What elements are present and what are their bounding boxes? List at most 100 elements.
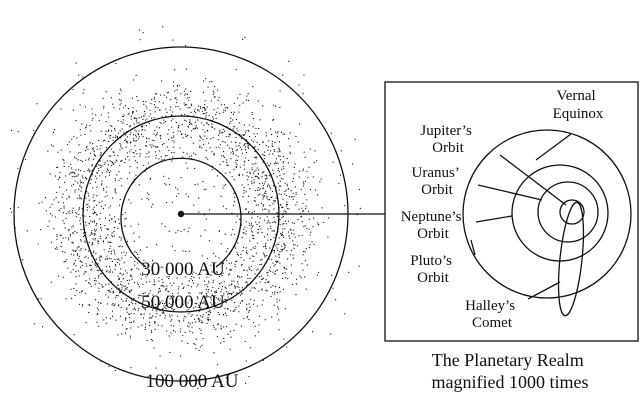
speckle-dot	[281, 216, 283, 218]
speckle-dot	[253, 299, 255, 301]
speckle-dot	[255, 221, 257, 223]
speckle-dot	[150, 177, 152, 179]
speckle-dot	[128, 279, 130, 281]
speckle-dot	[201, 147, 203, 149]
speckle-dot	[248, 211, 250, 213]
speckle-dot	[246, 175, 248, 177]
speckle-dot	[254, 273, 256, 275]
speckle-dot	[66, 259, 68, 261]
speckle-dot	[69, 235, 71, 237]
speckle-dot	[266, 272, 268, 274]
speckle-dot	[94, 155, 96, 157]
speckle-dot	[187, 196, 189, 198]
speckle-dot	[287, 188, 289, 190]
speckle-dot	[185, 316, 187, 318]
speckle-dot	[206, 318, 208, 320]
speckle-dot	[330, 132, 332, 134]
speckle-dot	[90, 265, 92, 267]
speckle-dot	[181, 297, 183, 299]
speckle-dot	[146, 197, 148, 199]
speckle-dot	[233, 310, 235, 312]
speckle-dot	[101, 200, 103, 202]
speckle-dot	[134, 309, 136, 311]
speckle-dot	[224, 141, 226, 143]
speckle-dot	[257, 148, 259, 150]
speckle-dot	[276, 176, 278, 178]
speckle-dot	[264, 192, 266, 194]
speckle-dot	[184, 331, 186, 333]
speckle-dot	[254, 157, 256, 159]
speckle-dot	[274, 200, 276, 202]
speckle-dot	[68, 229, 70, 231]
speckle-dot	[161, 312, 163, 314]
speckle-dot	[323, 221, 325, 223]
speckle-dot	[120, 144, 122, 146]
speckle-dot	[202, 129, 204, 131]
speckle-dot	[234, 286, 236, 288]
speckle-dot	[193, 115, 195, 117]
speckle-dot	[150, 103, 152, 105]
speckle-dot	[218, 314, 220, 316]
speckle-dot	[208, 282, 210, 284]
speckle-dot	[281, 250, 283, 252]
speckle-dot	[109, 318, 111, 320]
speckle-dot	[248, 159, 250, 161]
speckle-dot	[90, 231, 92, 233]
speckle-dot	[302, 181, 304, 183]
speckle-dot	[159, 310, 161, 312]
speckle-dot	[146, 274, 148, 276]
speckle-dot	[240, 257, 242, 259]
speckle-dot	[171, 292, 173, 294]
speckle-dot	[286, 250, 288, 252]
speckle-dot	[100, 229, 102, 231]
speckle-dot	[151, 300, 153, 302]
speckle-dot	[56, 166, 58, 168]
speckle-dot	[95, 229, 97, 231]
speckle-dot	[114, 370, 116, 372]
speckle-dot	[279, 148, 281, 150]
speckle-dot	[69, 213, 71, 215]
speckle-dot	[173, 296, 175, 298]
speckle-dot	[207, 319, 209, 321]
speckle-dot	[103, 105, 105, 107]
speckle-dot	[299, 123, 301, 125]
speckle-dot	[212, 90, 214, 92]
speckle-dot	[112, 162, 114, 164]
speckle-dot	[91, 165, 93, 167]
speckle-dot	[115, 192, 117, 194]
speckle-dot	[204, 229, 206, 231]
speckle-dot	[203, 124, 205, 126]
speckle-dot	[82, 76, 84, 78]
speckle-dot	[265, 242, 267, 244]
speckle-dot	[274, 270, 276, 272]
speckle-dot	[92, 233, 94, 235]
speckle-dot	[266, 174, 268, 176]
speckle-dot	[282, 198, 284, 200]
speckle-dot	[277, 168, 279, 170]
speckle-dot	[172, 39, 174, 41]
speckle-dot	[113, 154, 115, 156]
speckle-dot	[138, 223, 140, 225]
speckle-dot	[287, 162, 289, 164]
speckle-dot	[50, 241, 52, 243]
speckle-dot	[292, 192, 294, 194]
speckle-dot	[271, 316, 273, 318]
speckle-dot	[67, 211, 69, 213]
speckle-dot	[70, 163, 72, 165]
speckle-dot	[282, 162, 284, 164]
speckle-dot	[89, 152, 91, 154]
speckle-dot	[241, 300, 243, 302]
speckle-dot	[153, 145, 155, 147]
speckle-dot	[96, 321, 98, 323]
speckle-dot	[153, 284, 155, 286]
speckle-dot	[204, 214, 206, 216]
speckle-dot	[91, 230, 93, 232]
speckle-dot	[161, 284, 163, 286]
speckle-dot	[241, 300, 243, 302]
speckle-dot	[265, 247, 267, 249]
speckle-dot	[194, 318, 196, 320]
speckle-dot	[138, 184, 140, 186]
speckle-dot	[126, 123, 128, 125]
speckle-dot	[163, 122, 165, 124]
speckle-dot	[84, 106, 86, 108]
